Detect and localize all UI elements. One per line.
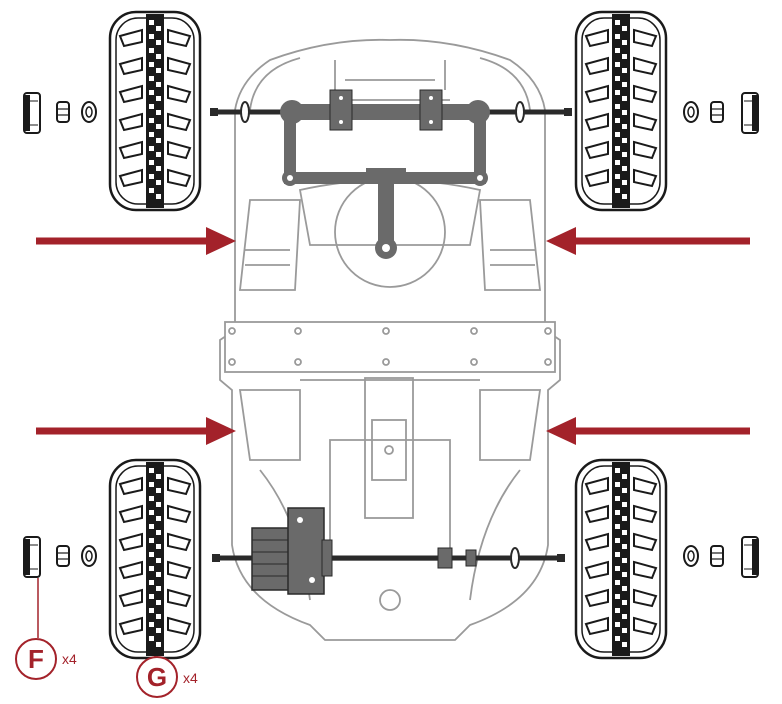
washer-icon (81, 101, 97, 123)
arrow-left-icon (546, 417, 576, 445)
arrow-front-right (546, 227, 750, 255)
callout-g: G x4 (136, 656, 198, 698)
hardware-rear-right (683, 536, 759, 578)
wheel-rear-left (108, 458, 202, 660)
wheel-front-right (574, 10, 668, 212)
callout-f: F x4 (15, 578, 77, 680)
arrow-rear-left (36, 417, 236, 445)
callout-g-qty: x4 (183, 670, 198, 686)
front-steering-assembly (210, 89, 572, 259)
arrow-left-icon (546, 227, 576, 255)
callout-f-letter: F (28, 644, 44, 674)
arrow-right-icon (206, 417, 236, 445)
cross-panel (224, 321, 556, 373)
callout-f-qty: x4 (62, 651, 77, 667)
rear-axle-assembly (212, 507, 565, 595)
hub-cap-icon (23, 92, 41, 134)
hardware-front-left (23, 92, 97, 134)
callout-g-letter: G (147, 662, 167, 692)
arrow-rear-right (546, 417, 750, 445)
wheel-front-left (108, 10, 202, 212)
arrow-front-left (36, 227, 236, 255)
hardware-front-right (683, 92, 759, 134)
wheel-rear-right (574, 458, 668, 660)
wheel-icon (108, 10, 202, 212)
hardware-rear-left (23, 536, 97, 578)
nut-icon (56, 101, 70, 123)
battery-compartment (364, 377, 414, 519)
arrow-right-icon (206, 227, 236, 255)
